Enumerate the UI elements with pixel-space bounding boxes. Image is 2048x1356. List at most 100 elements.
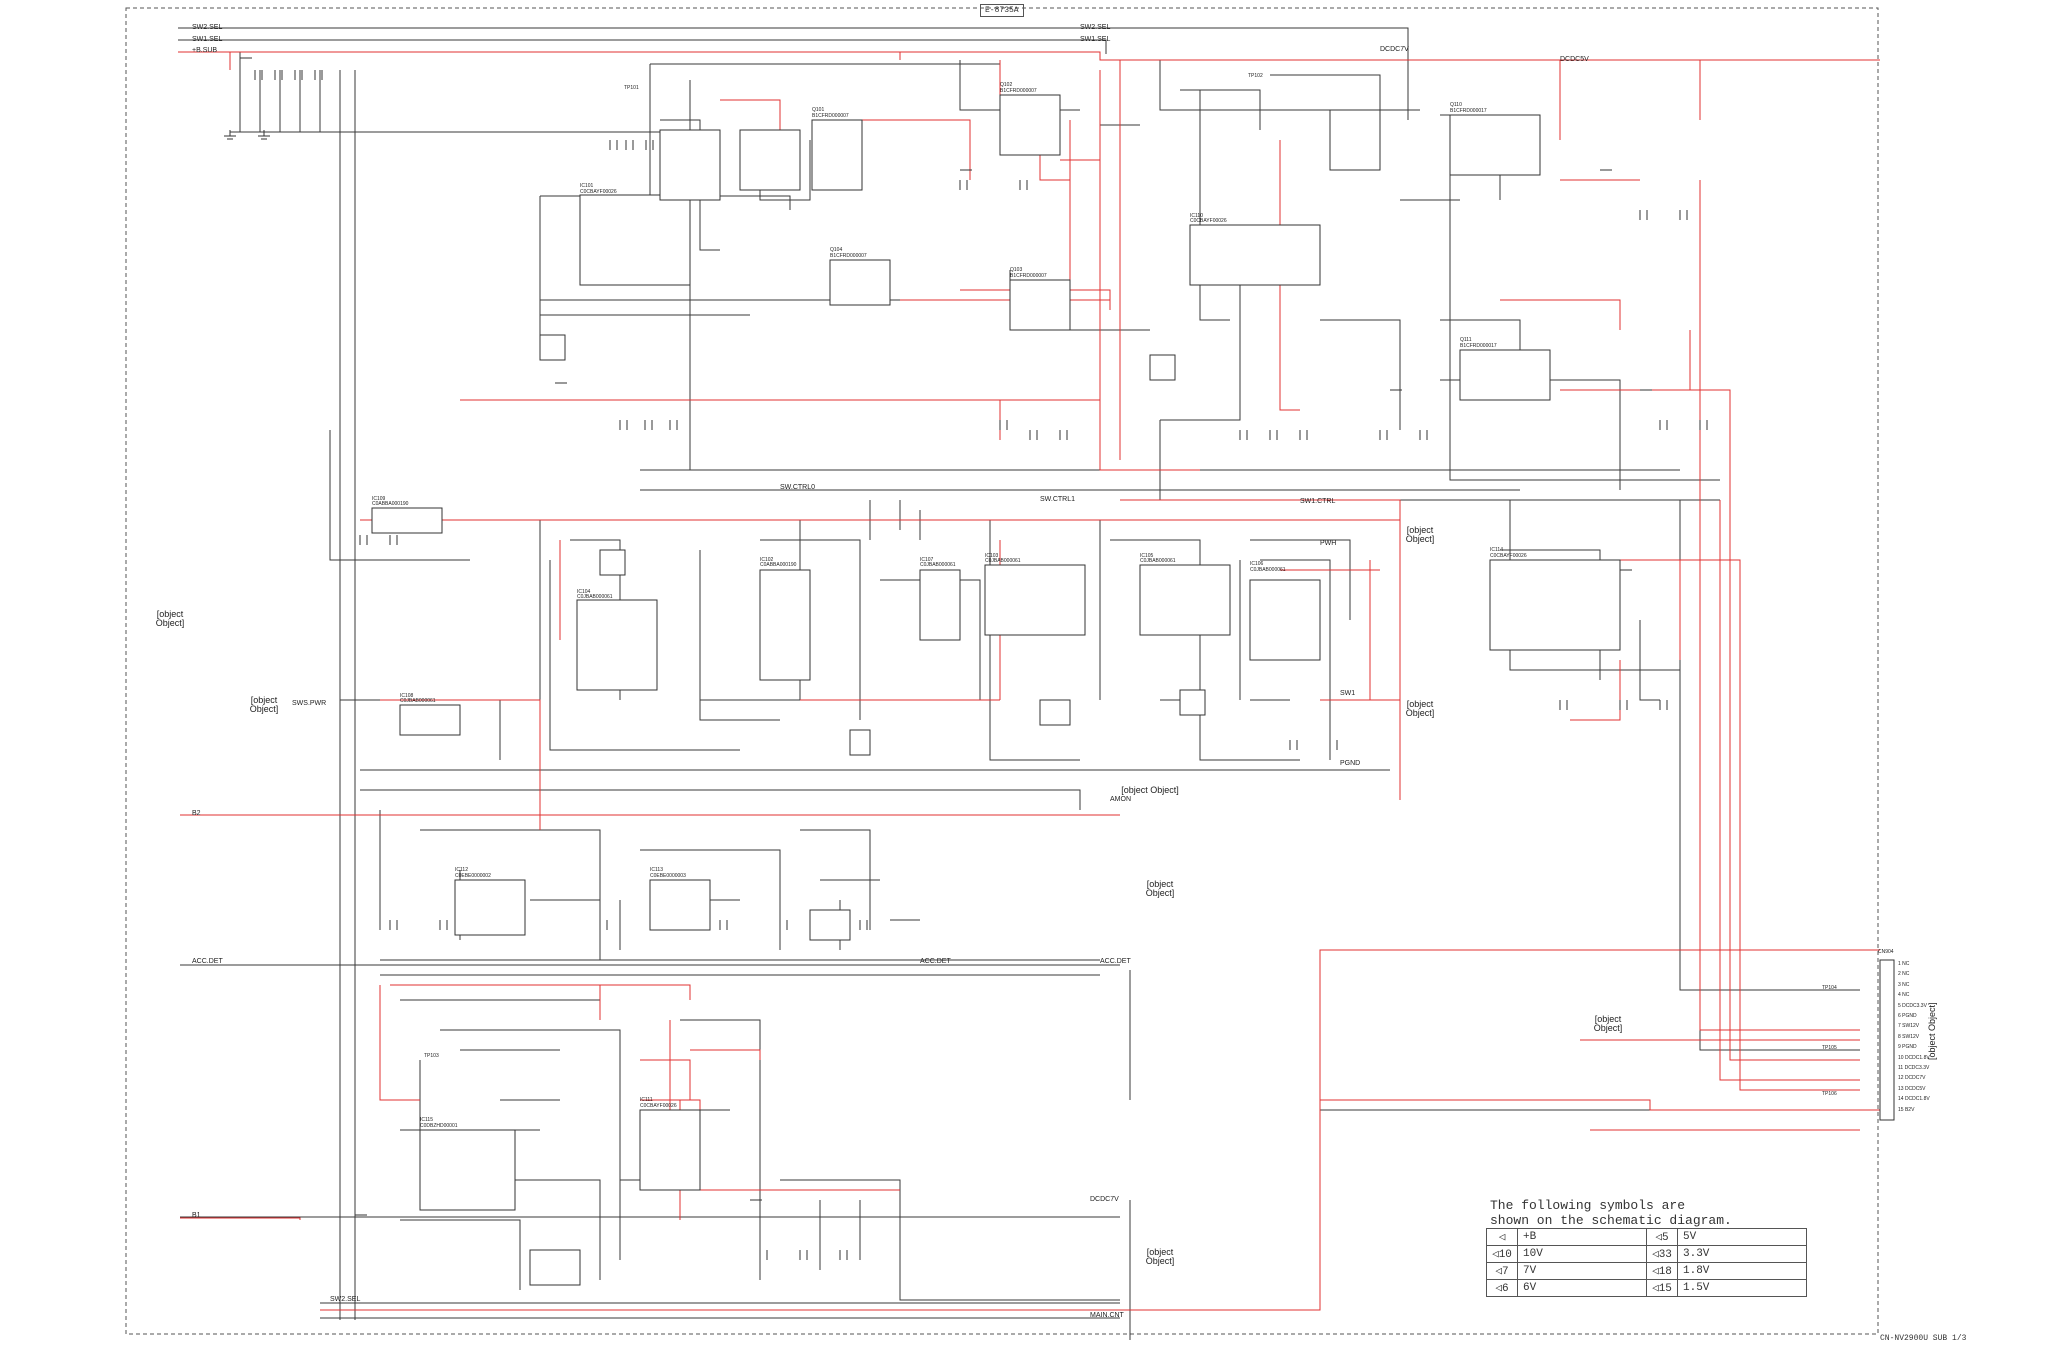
testpoint-label: TP102 [1248,73,1263,79]
page-footer-label: CN-NV2900U SUB 1/3 [1880,1334,1967,1343]
q103-body [1009,279,1071,331]
legend-row: ◁6 6V ◁15 1.5V [1486,1279,1807,1297]
net-label: SW2.SEL [330,1296,361,1303]
testpoint-label: TP101 [624,85,639,91]
ic105-body [1139,564,1231,636]
ic-ref: IC106 [1250,561,1264,567]
legend-value: 1.8V [1677,1262,1807,1280]
net-label: MAIN.CNT [1090,1312,1124,1319]
q101-body [811,119,863,191]
ic-part: C0ABBA000190 [372,501,409,507]
net-label: PWH [1320,540,1337,547]
net-label: AMON [1110,796,1131,803]
net-label: +B.SUB [192,47,218,54]
fet-ref: Q104 [830,247,843,253]
ic-ref: IC115 [420,1117,433,1123]
fet-part: B1CFRD000017 [1450,108,1487,114]
ic-ref: IC114 [1490,547,1503,553]
connector-pin: 8 SW12V [1898,1033,1920,1040]
legend-row: ◁ +B ◁5 5V [1486,1228,1807,1246]
connector-pin: 1 NC [1898,961,1910,967]
ic112-body [454,879,526,936]
component-outlines [371,94,1895,1286]
legend-title: The following symbols are shown on the s… [1490,1198,1732,1228]
fet-ref: Q103 [1010,267,1023,273]
connector-pin: 12 DCDC7V [1898,1075,1926,1082]
ic-ref: IC101 [580,183,594,189]
connector-pin: 15 B2V [1898,1106,1915,1113]
ic-ref: IC112 [455,867,468,873]
ic107-body [919,569,961,641]
sub-block-ref: [object Object] [1405,525,1435,544]
passive-components [240,57,1708,1260]
connector-ref: CN904 [1878,949,1894,955]
legend-symbol: ◁ [1486,1228,1518,1246]
connector-pin: 11 DCDC3.3V [1898,1065,1930,1071]
q102-body [999,94,1061,156]
legend-symbol: ◁33 [1646,1245,1678,1263]
legend-symbol: ◁6 [1486,1279,1518,1297]
legend-symbol: ◁10 [1486,1245,1518,1263]
ic-part: C0CBAYF00026 [580,189,617,195]
ic106-body [1249,579,1321,661]
net-label: ACC.DET [920,958,951,965]
net-label: ACC.DET [192,958,223,965]
ic-part: C0EBE0000003 [650,873,686,879]
ic-ref: IC113 [650,867,663,873]
ic-part: C0CBAYF00026 [1190,218,1227,224]
ic101-body [579,194,691,286]
ic102-body [759,569,811,681]
sub-block-ref: [object Object] [1121,785,1179,795]
net-label: SWS.PWR [292,700,327,707]
ic-part: C0JBAB000061 [400,698,436,704]
ic-ref: IC107 [920,557,934,563]
legend-row: ◁10 10V ◁33 3.3V [1486,1245,1807,1263]
cn904-body [1879,959,1895,1121]
net-label: SW2.SEL [192,24,223,31]
ic-part: C0JBAB000061 [1250,567,1286,573]
sub-block-ref: [object Object] [1145,879,1175,898]
fet-part: B1CFRD000007 [1010,273,1047,279]
legend-symbol: ◁5 [1646,1228,1678,1246]
q110-body [1449,114,1541,176]
ic-ref: IC110 [1190,213,1203,219]
net-label: DCDC5V [1560,56,1589,63]
ic-part: C0CBAYF00026 [640,1103,677,1109]
fet-part: B1CFRD000007 [830,253,867,259]
net-label: DCDC7V [1380,46,1409,53]
legend-value: 3.3V [1677,1245,1807,1263]
ic110-body [1189,224,1321,286]
ic-ref: IC103 [985,553,999,559]
ic-ref: IC109 [372,496,386,502]
legend-value: 10V [1517,1245,1647,1263]
net-label: SW2.SEL [1080,24,1111,31]
fet-ref: Q102 [1000,82,1013,88]
connector-pin: 5 DCDC3.3V [1898,1002,1927,1009]
connector-pin: 13 DCDC5V [1898,1085,1926,1092]
connector-pin: 3 NC [1898,981,1910,988]
sub-block-ref: [object Object] [1593,1014,1623,1033]
net-label: SW1.SEL [192,36,223,43]
ic113-body [649,879,711,931]
ic-ref: IC104 [577,589,591,595]
ic116-body [639,1109,701,1191]
testpoint-label: TP104 [1822,985,1837,991]
ic108-body [399,704,461,736]
ic111-body [371,507,443,534]
connector-ref: [object Object] [1927,1002,1937,1060]
connector-pin: 14 DCDC1.8V [1898,1096,1930,1103]
net-label: B1 [192,1212,201,1219]
fet-ref: Q110 [1450,102,1462,108]
legend-value: 1.5V [1677,1279,1807,1297]
ic-ref: IC102 [760,557,774,563]
net-label: ACC.DET [1100,958,1131,965]
connector-pin: 7 SW12V [1898,1023,1920,1030]
fet-part: B1CFRD000007 [812,113,849,119]
connector-pin: 4 NC [1898,992,1910,999]
legend-symbol: ◁7 [1486,1262,1518,1280]
sub-block-ref: [object Object] [1405,699,1435,718]
ic-ref: IC111 [640,1097,653,1103]
ic-part: C0CBAYF00026 [1490,553,1527,559]
net-label: DCDC7V [1090,1196,1119,1203]
